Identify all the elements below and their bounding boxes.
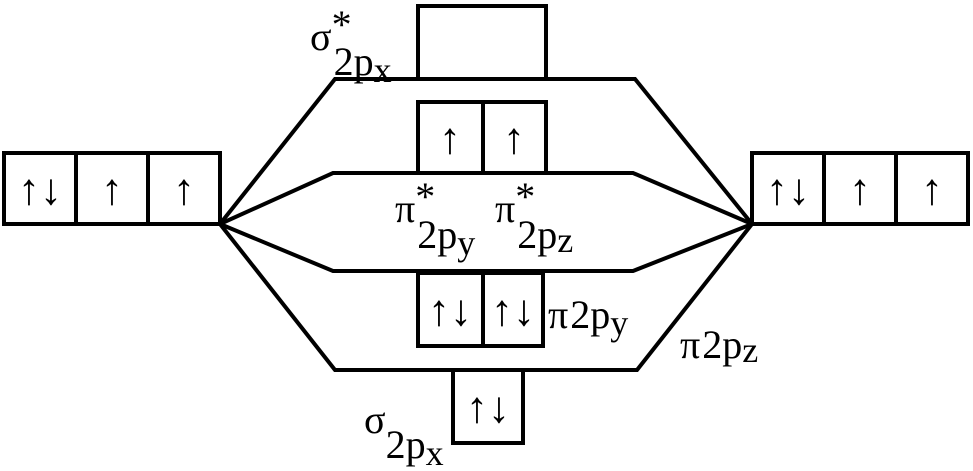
sigma-label: σ2px bbox=[364, 397, 444, 471]
left-atomic-orbitals: ↑↓ ↑ ↑ bbox=[2, 151, 222, 226]
right-electron-2: ↑ bbox=[849, 165, 871, 214]
pi-star-connector-top bbox=[219, 171, 753, 226]
sigma-electrons: ↑↓ bbox=[466, 383, 510, 432]
pi-star-y-electron: ↑ bbox=[439, 114, 461, 163]
left-orbital-box-3 bbox=[146, 151, 222, 226]
left-orbital-box-1 bbox=[2, 151, 78, 226]
right-atomic-orbitals: ↑↓ ↑ ↑ bbox=[750, 151, 970, 226]
pi-star-y-label: π*2py bbox=[395, 174, 475, 263]
pi-y-electrons: ↑↓ bbox=[428, 286, 472, 335]
pi-z-label: π2pz bbox=[680, 322, 758, 370]
pi-z-box bbox=[481, 271, 545, 348]
pi-star-z-electron: ↑ bbox=[503, 114, 525, 163]
pi-star-z-label: π*2pz bbox=[495, 174, 573, 260]
pi-connector bbox=[219, 222, 753, 273]
pi-star-y-box bbox=[416, 100, 485, 175]
sigma-box bbox=[451, 368, 525, 445]
sigma-star-label: σ*2px bbox=[310, 2, 392, 90]
left-electron-3: ↑ bbox=[173, 165, 195, 214]
left-orbital-box-2 bbox=[74, 151, 150, 226]
pi-z-electrons: ↑↓ bbox=[491, 286, 535, 335]
right-electron-1: ↑↓ bbox=[766, 165, 810, 214]
pi-star-z-box bbox=[481, 100, 548, 175]
pi-y-box bbox=[416, 271, 485, 348]
pi-y-label: π2py bbox=[548, 292, 628, 343]
left-electron-1: ↑↓ bbox=[18, 165, 62, 214]
left-electron-2: ↑ bbox=[101, 165, 123, 214]
right-orbital-box-3 bbox=[894, 151, 970, 226]
right-orbital-box-2 bbox=[822, 151, 898, 226]
right-electron-3: ↑ bbox=[921, 165, 943, 214]
sigma-star-box bbox=[416, 4, 548, 81]
